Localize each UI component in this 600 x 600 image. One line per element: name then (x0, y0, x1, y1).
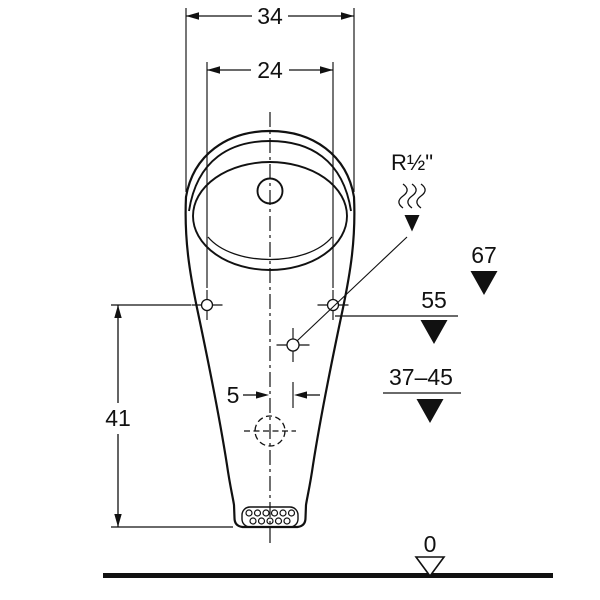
level-67-label: 67 (471, 242, 497, 268)
grate-hole (257, 517, 266, 525)
grate-hole (253, 509, 262, 517)
level-marker-floor: 0 (414, 531, 446, 578)
grate-hole (283, 517, 291, 525)
wavy-line (398, 183, 408, 209)
dim-overall-width-label: 34 (257, 3, 283, 29)
grate-hole (270, 509, 279, 517)
basin-sump-line (207, 236, 333, 261)
grate-hole (249, 517, 257, 525)
level-0-label: 0 (424, 531, 437, 557)
fixing-point-left (191, 290, 223, 320)
level-down-triangle-icon (416, 399, 444, 423)
grate-hole (262, 509, 270, 517)
dim-fixing-distance-label: 24 (257, 57, 283, 83)
outlet (244, 415, 296, 447)
dim-fixing-distance: 24 (206, 57, 334, 288)
dim-height-41: 41 (105, 304, 233, 528)
level-marker-55: 55 (335, 287, 458, 344)
arrowhead-icon (186, 12, 199, 20)
arrowhead-icon (114, 514, 122, 527)
level-55-label: 55 (421, 287, 447, 313)
fixing-hole (326, 298, 340, 312)
supply-pointer-line (297, 236, 408, 341)
arrowhead-icon (294, 391, 307, 399)
wavy-line (407, 183, 417, 209)
dim-overall-width: 34 (185, 3, 355, 192)
arrowhead-icon (114, 305, 122, 318)
arrowhead-icon (320, 66, 333, 74)
dim-supply-offset: 5 (227, 382, 320, 408)
arrowhead-icon (341, 12, 354, 20)
grate-hole (287, 509, 296, 517)
arrowhead-icon (207, 66, 220, 74)
water-flow-icon (398, 183, 426, 232)
dim-height-41-label: 41 (105, 405, 131, 431)
level-37-45-label: 37–45 (389, 364, 453, 390)
level-open-triangle-icon (414, 556, 446, 578)
fixing-point-right (317, 290, 349, 320)
supply-hole (286, 338, 300, 352)
fixing-hole (200, 298, 214, 312)
dim-supply-offset-label: 5 (227, 382, 240, 408)
level-marker-37-45: 37–45 (383, 364, 461, 423)
water-supply-callout: R½" (297, 150, 433, 341)
urinal-outline (184, 129, 356, 529)
fixing-point-supply (276, 328, 310, 362)
level-marker-67: 67 (470, 242, 498, 295)
drain-grate (241, 506, 299, 528)
down-arrow-icon (404, 215, 420, 232)
grate-hole (245, 509, 253, 517)
water-supply-thread-label: R½" (391, 150, 433, 175)
level-down-triangle-icon (470, 271, 498, 295)
wavy-line (416, 183, 426, 209)
grate-hole (279, 509, 287, 517)
arrowhead-icon (256, 391, 269, 399)
grate-hole (274, 517, 283, 525)
level-down-triangle-icon (420, 320, 448, 344)
